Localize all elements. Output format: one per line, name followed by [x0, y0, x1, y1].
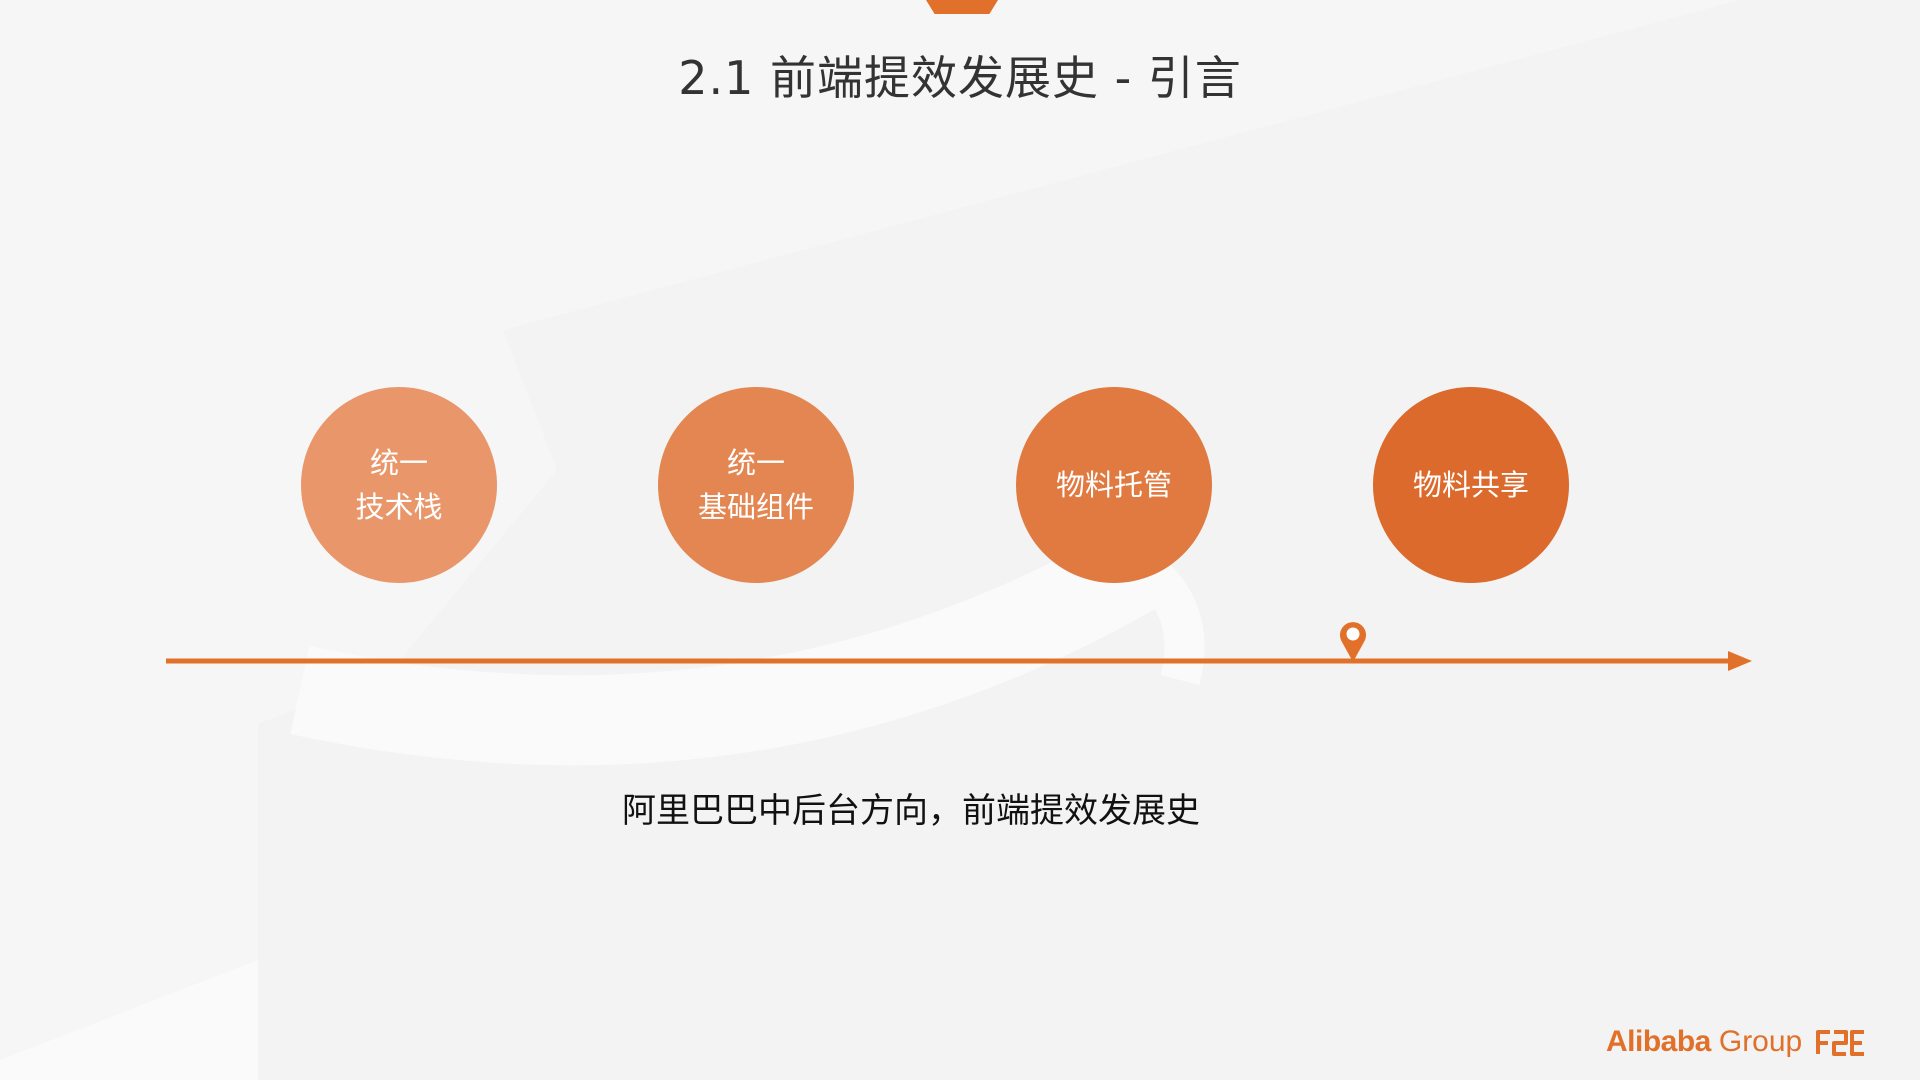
stage-circle-base-components: 统一 基础组件: [658, 387, 854, 583]
stage-circle-material-sharing: 物料共享: [1373, 387, 1569, 583]
stage-label-line: 统一: [369, 446, 428, 480]
logo-brand-text: Alibaba: [1606, 1025, 1711, 1058]
stage-circle-tech-stack: 统一 技术栈: [301, 387, 497, 583]
stage-label-line: 物料托管: [1055, 468, 1172, 502]
slide-caption: 阿里巴巴中后台方向，前端提效发展史: [622, 791, 1200, 831]
timeline-arrowhead: [1728, 651, 1752, 671]
stage-label-line: 物料共享: [1412, 468, 1529, 502]
stage-label-line: 技术栈: [355, 490, 443, 524]
stage-label-line: 基础组件: [697, 490, 814, 524]
alibaba-group-logo: Alibaba Group: [1606, 1022, 1868, 1062]
f2e-logo-mark-icon: [1816, 1030, 1865, 1056]
location-pin-icon: [1340, 622, 1366, 662]
logo-group-text: Group: [1718, 1025, 1803, 1058]
top-accent-tab: [926, 0, 998, 14]
slide-title: 2.1 前端提效发展史 - 引言: [678, 51, 1242, 105]
stage-label-line: 统一: [726, 446, 785, 480]
stage-circle-material-hosting: 物料托管: [1016, 387, 1212, 583]
